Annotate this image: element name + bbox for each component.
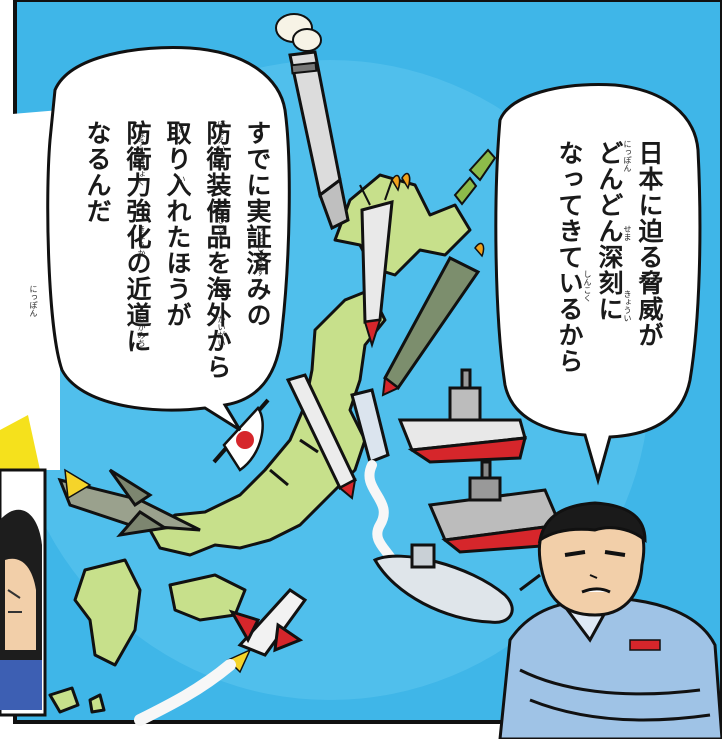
furigana-sema: せま (623, 225, 632, 241)
furigana-nippon: にっぽん (623, 140, 632, 172)
submarine-icon (372, 543, 541, 624)
furigana-bouei: ぼうえい (217, 120, 226, 152)
left-bubble-line-4: 防衛力強化の近道に (123, 120, 152, 354)
left-bubble-line-2: 防衛装備品を海外から (203, 120, 232, 380)
jet-fighter-icon (134, 588, 308, 726)
furigana-shinkoku: しんこく (583, 270, 592, 302)
furigana-kyoui: きょうい (623, 290, 632, 322)
left-panel-furigana: にっぽん (29, 285, 38, 317)
right-bubble-line-1: 日本に迫る脅威が (635, 140, 664, 348)
left-bubble-line-5: なるんだ (83, 120, 112, 224)
left-bubble-line-3: 取り入れたほうが (163, 120, 192, 328)
officer-character (498, 501, 722, 739)
missile-icon (285, 373, 357, 500)
warship-icon (397, 368, 527, 464)
left-speech-bubble (46, 46, 291, 432)
warship-icon (427, 460, 563, 554)
left-bubble-line-1: すでに実証済みの (243, 120, 272, 328)
left-panel-fragment (0, 110, 60, 717)
furigana-jisshouzumi: じっしょうず (256, 228, 265, 276)
furigana-i: い (177, 175, 186, 183)
furigana-kyouka: きょうか (137, 225, 146, 257)
right-speech-bubble (494, 83, 702, 486)
right-bubble-line-2: どんどん深刻に (595, 140, 624, 322)
missile-icon (275, 13, 350, 231)
furigana-soubihin: そうびひん (217, 200, 226, 240)
missile-icon (359, 172, 411, 349)
furigana-chikamichi: ちかみち (137, 315, 146, 347)
missile-icon (381, 242, 485, 397)
furigana-kaigai: かいがい (217, 315, 226, 347)
right-bubble-line-3: なってきているから (555, 140, 584, 374)
jet-fighter-icon (57, 468, 201, 538)
furigana-boueiryoku: ぼうえいりょく (137, 130, 146, 186)
japan-flag-icon (212, 398, 270, 472)
furigana-to: と (177, 125, 186, 133)
